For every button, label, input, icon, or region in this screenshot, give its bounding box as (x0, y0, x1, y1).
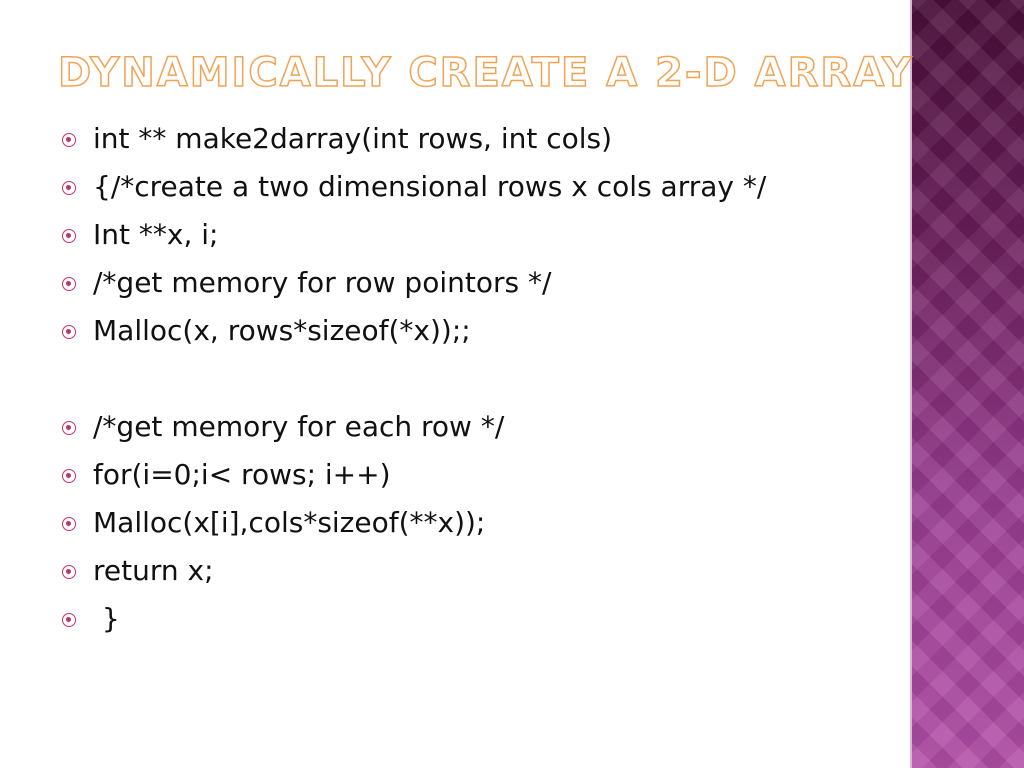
bullet-text: for(i=0;i< rows; i++) (93, 458, 391, 491)
bullet-item: int ** make2darray(int rows, int cols) (62, 120, 892, 158)
slide-title: Dynamically Create a 2-D Array (57, 49, 914, 97)
bullet-spacer (62, 360, 892, 398)
bullet-text: } (93, 602, 120, 635)
circle-dot-icon (62, 517, 76, 531)
bullet-text: return x; (93, 554, 214, 587)
bullet-item: Malloc(x[i],cols*sizeof(**x)); (62, 504, 892, 542)
bullet-text: int ** make2darray(int rows, int cols) (93, 122, 613, 155)
bullet-text: Malloc(x[i],cols*sizeof(**x)); (93, 506, 486, 539)
circle-dot-icon (62, 613, 76, 627)
side-band-edge (910, 0, 913, 768)
bullet-text: Malloc(x, rows*sizeof(*x));; (93, 314, 471, 347)
bullet-text: /*get memory for each row */ (93, 410, 505, 443)
circle-dot-icon (62, 133, 76, 147)
circle-dot-icon (62, 469, 76, 483)
bullet-list: int ** make2darray(int rows, int cols) {… (62, 120, 892, 648)
bullet-text: /*get memory for row pointors */ (93, 266, 552, 299)
circle-dot-icon (62, 229, 76, 243)
circle-dot-icon (62, 325, 76, 339)
circle-dot-icon (62, 565, 76, 579)
bullet-item: {/*create a two dimensional rows x cols … (62, 168, 892, 206)
circle-dot-icon (62, 421, 76, 435)
bullet-item: for(i=0;i< rows; i++) (62, 456, 892, 494)
decorative-side-band (912, 0, 1024, 768)
bullet-text: Int **x, i; (93, 218, 219, 251)
bullet-item: Malloc(x, rows*sizeof(*x));; (62, 312, 892, 350)
bullet-item: Int **x, i; (62, 216, 892, 254)
bullet-item: /*get memory for row pointors */ (62, 264, 892, 302)
bullet-item: } (62, 600, 892, 638)
bullet-item: /*get memory for each row */ (62, 408, 892, 446)
bullet-text: {/*create a two dimensional rows x cols … (93, 170, 767, 203)
circle-dot-icon (62, 181, 76, 195)
circle-dot-icon (62, 277, 76, 291)
bullet-item: return x; (62, 552, 892, 590)
